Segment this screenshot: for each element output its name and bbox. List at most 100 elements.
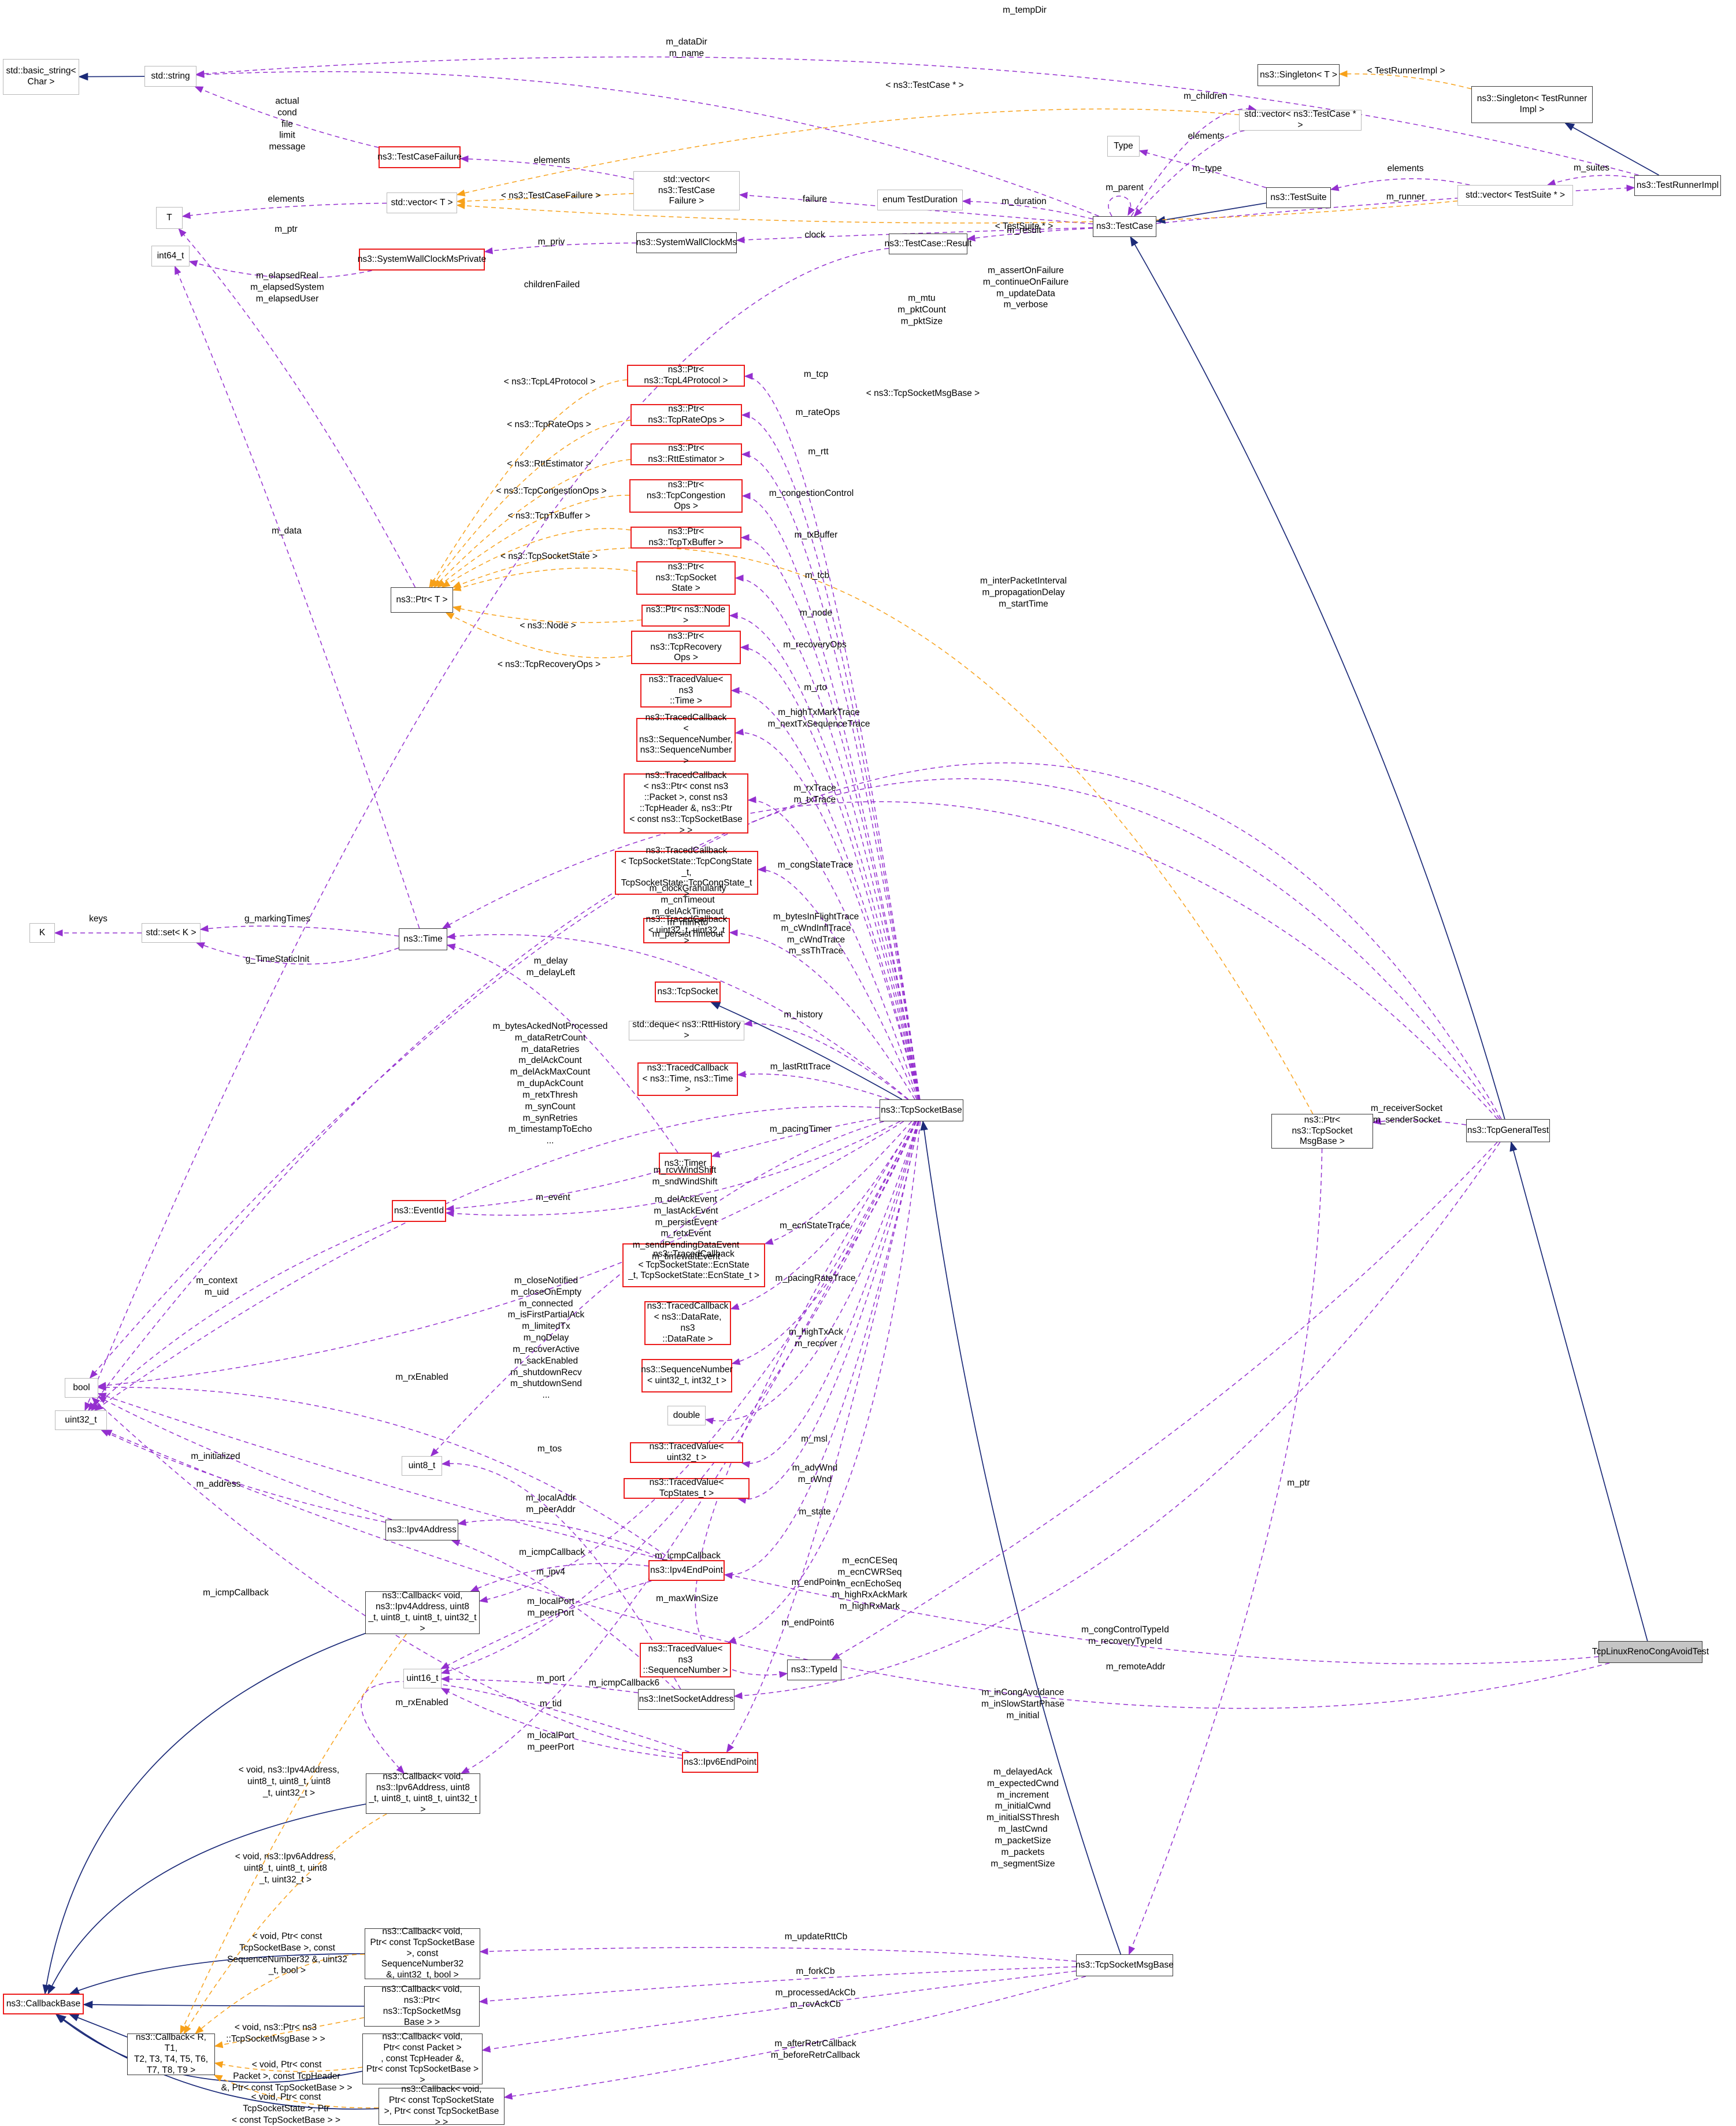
node-double[interactable]: double: [667, 1406, 706, 1425]
node-ipv4endpoint[interactable]: ns3::Ipv4EndPoint: [648, 1560, 725, 1581]
edge-label-line: m_delAckTimeout: [652, 906, 724, 917]
node-tv_seqnum[interactable]: ns3::TracedValue< ns3::SequenceNumber >: [640, 1643, 731, 1677]
node-testrunnerimpl[interactable]: ns3::TestRunnerImpl: [1634, 175, 1721, 196]
edge-tsb-to-timer: [711, 1117, 880, 1158]
node-cb_rt9[interactable]: ns3::Callback< R, T1,T2, T3, T4, T5, T6,…: [127, 2032, 215, 2075]
edge-label-line: m_congestionControl: [769, 488, 854, 499]
node-ptr_txbuf[interactable]: ns3::Ptr< ns3::TcpTxBuffer >: [630, 527, 741, 549]
node-tc_seq[interactable]: ns3::TracedCallback< ns3::SequenceNumber…: [636, 713, 736, 766]
node-tcpsocketmsgbase[interactable]: ns3::TcpSocketMsgBase: [1075, 1954, 1174, 1976]
node-ipv4address[interactable]: ns3::Ipv4Address: [385, 1520, 458, 1540]
node-tsb[interactable]: ns3::TcpSocketBase: [880, 1099, 963, 1121]
node-ipv6endpoint[interactable]: ns3::Ipv6EndPoint: [682, 1752, 758, 1773]
edge-label-line: clock: [804, 230, 825, 240]
node-testsuite[interactable]: ns3::TestSuite: [1266, 187, 1331, 208]
edge-label-tcpsocketmsgbase-to-cb_seqnum32: m_updateRttCb: [785, 1931, 848, 1943]
node-k[interactable]: K: [29, 923, 55, 943]
node-label-line: ns3::SequenceNumber >: [640, 745, 732, 766]
node-tcpgeneraltest[interactable]: ns3::TcpGeneralTest: [1466, 1119, 1550, 1142]
node-cb_ipv6[interactable]: ns3::Callback< void,ns3::Ipv6Address, ui…: [366, 1772, 480, 1814]
node-seqnum[interactable]: ns3::SequenceNumber< uint32_t, int32_t >: [641, 1359, 733, 1392]
node-label-line: ns3::TcpSocketMsgBase: [1075, 1960, 1174, 1970]
node-basic_string[interactable]: std::basic_string<Char >: [3, 59, 79, 95]
node-vector_t[interactable]: std::vector< T >: [387, 192, 457, 213]
node-tc_datarate[interactable]: ns3::TracedCallback< ns3::DataRate, ns3:…: [644, 1301, 731, 1345]
node-cb_pkt_hdr[interactable]: ns3::Callback< void,Ptr< const Packet >,…: [362, 2032, 483, 2085]
node-cb_sockstate[interactable]: ns3::Callback< void,Ptr< const TcpSocket…: [379, 2084, 505, 2126]
node-vector_testcase_ptr[interactable]: std::vector< ns3::TestCase * >: [1239, 109, 1362, 131]
node-vector_testsuite[interactable]: std::vector< TestSuite * >: [1457, 185, 1573, 206]
node-uint8[interactable]: uint8_t: [402, 1456, 442, 1476]
node-ptr_t[interactable]: ns3::Ptr< T >: [391, 587, 453, 613]
node-tcplinuxreno[interactable]: TcpLinuxRenoCongAvoidTest: [1592, 1641, 1709, 1663]
node-inetsocketaddress[interactable]: ns3::InetSocketAddress: [638, 1689, 735, 1710]
node-timer[interactable]: ns3::Timer: [659, 1153, 712, 1175]
node-ptr_node[interactable]: ns3::Ptr< ns3::Node >: [641, 605, 730, 627]
node-label-line: ns3::Callback< void,: [401, 2084, 482, 2095]
edge-ptr_tss-to-ptr_t: [452, 567, 637, 591]
edge-cb_rt9-to-callbackbase: [69, 2014, 128, 2038]
edge-label-line: m_priv: [537, 237, 565, 247]
node-testcase_result[interactable]: ns3::TestCase::Result: [885, 234, 971, 254]
node-type[interactable]: Type: [1107, 136, 1140, 157]
node-label-line: ns3::Ptr< ns3::TcpSocket: [655, 561, 717, 583]
node-cb_ptr_msgbase[interactable]: ns3::Callback< void,ns3::Ptr< ns3::TcpSo…: [364, 1984, 480, 2027]
node-tc_time_time[interactable]: ns3::TracedCallback< ns3::Time, ns3::Tim…: [637, 1062, 738, 1096]
node-deque_rtt[interactable]: std::deque< ns3::RttHistory >: [629, 1020, 744, 1040]
node-tc_pkt[interactable]: ns3::TracedCallback< ns3::Ptr< const ns3…: [624, 771, 748, 835]
edge-label-line: m_sendPendingDataEvent: [632, 1240, 740, 1250]
node-bool[interactable]: bool: [65, 1378, 98, 1398]
node-uint16[interactable]: uint16_t: [403, 1669, 442, 1688]
node-callbackbase[interactable]: ns3::CallbackBase: [3, 1994, 84, 2014]
node-ptr_tcpl4[interactable]: ns3::Ptr< ns3::TcpL4Protocol >: [627, 365, 745, 387]
node-label-line: enum TestDuration: [882, 194, 958, 205]
node-typeid[interactable]: ns3::TypeId: [787, 1660, 841, 1680]
node-tc_u32[interactable]: ns3::TracedCallback< uint32_t, uint32_t …: [643, 914, 730, 946]
node-tv_time[interactable]: ns3::TracedValue< ns3::Time >: [640, 674, 732, 708]
node-setk[interactable]: std::set< K >: [142, 923, 201, 943]
node-label-line: ::TcpHeader &, ns3::Ptr: [639, 803, 733, 813]
node-ptr_rtt[interactable]: ns3::Ptr< ns3::RttEstimator >: [630, 443, 742, 465]
edge-label-tsb-to-tc_ecnstate: m_ecnStateTrace: [780, 1220, 850, 1232]
node-swcm[interactable]: ns3::SystemWallClockMs: [636, 232, 737, 253]
edge-label-singleton_tri-to-singleton_t: < TestRunnerImpl >: [1367, 65, 1445, 77]
node-singleton_t[interactable]: ns3::Singleton< T >: [1258, 64, 1340, 86]
node-testcase[interactable]: ns3::TestCase: [1093, 216, 1156, 237]
node-tc_congstate[interactable]: ns3::TracedCallback< TcpSocketState::Tcp…: [615, 846, 758, 899]
node-time[interactable]: ns3::Time: [399, 928, 447, 950]
node-cb_seqnum32[interactable]: ns3::Callback< void,Ptr< const TcpSocket…: [365, 1927, 480, 1980]
edge-label-line: childrenFailed: [524, 280, 580, 290]
edge-label-line: m_bytesInFlightTrace: [773, 912, 859, 922]
edge-label-tsb-to-ptr_recops: m_recoveryOps: [783, 639, 846, 651]
node-tcpsocket[interactable]: ns3::TcpSocket: [655, 981, 721, 1002]
node-uint32[interactable]: uint32_t: [55, 1410, 107, 1430]
node-tv_u32[interactable]: ns3::TracedValue< uint32_t >: [630, 1442, 743, 1463]
node-tv_tcpstates[interactable]: ns3::TracedValue< TcpStates_t >: [624, 1477, 750, 1499]
edge-vector_testsuite-to-vector_t: [456, 200, 1458, 224]
edge-label-line: < ns3::TcpRecoveryOps >: [497, 660, 601, 670]
node-string[interactable]: std::string: [144, 66, 196, 87]
node-eventid[interactable]: ns3::EventId: [392, 1200, 446, 1222]
edge-label-tsb-to-ptr_tss: m_tcb: [805, 570, 829, 581]
node-cb_ipv4[interactable]: ns3::Callback< void,ns3::Ipv4Address, ui…: [365, 1591, 480, 1634]
node-testcasefailure[interactable]: ns3::TestCaseFailure: [377, 146, 462, 168]
node-enum_testduration[interactable]: enum TestDuration: [877, 190, 963, 210]
edge-label-tsb-to-tc_time_time: m_lastRttTrace: [770, 1061, 831, 1073]
node-tc_ecnstate[interactable]: ns3::TracedCallback< TcpSocketState::Ecn…: [622, 1243, 765, 1287]
node-swcm_private[interactable]: ns3::SystemWallClockMsPrivate: [358, 249, 486, 271]
node-label-line: ns3::TestSuite: [1270, 192, 1327, 202]
node-ptr_rateops[interactable]: ns3::Ptr< ns3::TcpRateOps >: [630, 404, 742, 426]
edge-tcpgeneraltest-to-testcase: [1130, 236, 1505, 1120]
node-t[interactable]: T: [156, 207, 183, 229]
edge-tsb-to-seqnum: [731, 1121, 917, 1365]
node-int64[interactable]: int64_t: [151, 246, 190, 266]
